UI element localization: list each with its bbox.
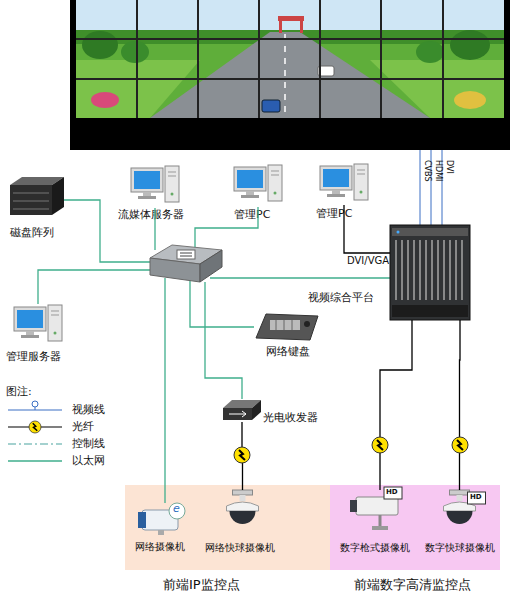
signal-name: CVBS bbox=[422, 160, 431, 181]
server-icon bbox=[131, 166, 179, 202]
server-icon bbox=[14, 305, 62, 341]
keyboard-icon bbox=[256, 314, 318, 340]
cable-connector bbox=[380, 320, 412, 490]
zone-band: 前端数字高清监控点数字枪式摄像机数字快球摄像机 bbox=[330, 485, 500, 570]
device-label: 网络快球摄像机 bbox=[205, 542, 275, 554]
device-node: 数字枪式摄像机 bbox=[350, 490, 410, 535]
device-node: 网络快球摄像机 bbox=[220, 490, 265, 535]
device-label: 网络摄像机 bbox=[135, 541, 185, 553]
icon-mark: HD bbox=[386, 489, 398, 497]
device-label: 管理服务器 bbox=[6, 350, 61, 363]
device-label: 管理PC bbox=[316, 207, 352, 220]
signal-name: DVI bbox=[444, 160, 453, 174]
pc-icon bbox=[234, 165, 282, 201]
fiber-symbol bbox=[452, 437, 468, 453]
icon-mark: e bbox=[173, 503, 180, 515]
icon-mark: HD bbox=[470, 494, 482, 502]
legend-samples bbox=[8, 401, 62, 461]
device-node: 管理PC bbox=[232, 164, 284, 206]
device-label: 流媒体服务器 bbox=[118, 208, 184, 221]
device-label: 数字枪式摄像机 bbox=[340, 542, 410, 554]
device-node: 网络键盘 bbox=[254, 312, 318, 342]
ethernet-wires bbox=[38, 200, 390, 503]
transceiver-icon bbox=[223, 400, 261, 420]
device-label: 管理PC bbox=[234, 208, 270, 221]
switch-icon bbox=[150, 245, 222, 282]
device-label: 磁盘阵列 bbox=[10, 226, 54, 239]
video-cables bbox=[420, 150, 442, 225]
connector-label: DVI/VGA bbox=[347, 255, 389, 267]
zone-band: 前端IP监控点网络摄像机网络快球摄像机 bbox=[125, 485, 330, 570]
video-platform-icon bbox=[390, 225, 470, 320]
device-label: 网络键盘 bbox=[266, 345, 310, 358]
device-node: 管理PC bbox=[318, 163, 370, 205]
legend-text: 控制线 bbox=[72, 437, 105, 450]
device-node: 管理服务器 bbox=[12, 304, 64, 346]
fiber-symbol bbox=[372, 437, 388, 453]
cable-connector bbox=[241, 422, 243, 490]
cable-connector bbox=[459, 320, 461, 490]
zone-heading: 前端IP监控点 bbox=[163, 577, 240, 593]
device-node: 流媒体服务器 bbox=[128, 164, 184, 208]
device-node: 数字快球摄像机 bbox=[437, 490, 482, 535]
device-node: 磁盘阵列 bbox=[8, 178, 64, 218]
legend-text: 光纤 bbox=[72, 420, 94, 433]
device-label: 视频综合平台 bbox=[308, 291, 374, 304]
legend-heading: 图注: bbox=[6, 386, 32, 398]
device-label: 数字快球摄像机 bbox=[425, 542, 495, 554]
device-node: 视频综合平台 bbox=[390, 225, 470, 320]
video-wall bbox=[70, 0, 510, 150]
signal-name: HDMI bbox=[433, 160, 442, 181]
device-label: 光电收发器 bbox=[263, 411, 318, 424]
disk-array-icon bbox=[10, 177, 64, 215]
device-node: 光电收发器 bbox=[223, 399, 261, 422]
device-node: 网络摄像机 bbox=[137, 503, 187, 535]
fiber-symbol bbox=[234, 447, 250, 463]
pc-icon bbox=[320, 164, 368, 200]
zone-heading: 前端数字高清监控点 bbox=[354, 577, 471, 593]
legend-text: 视频线 bbox=[72, 403, 105, 416]
legend-text: 以太网 bbox=[72, 454, 105, 467]
